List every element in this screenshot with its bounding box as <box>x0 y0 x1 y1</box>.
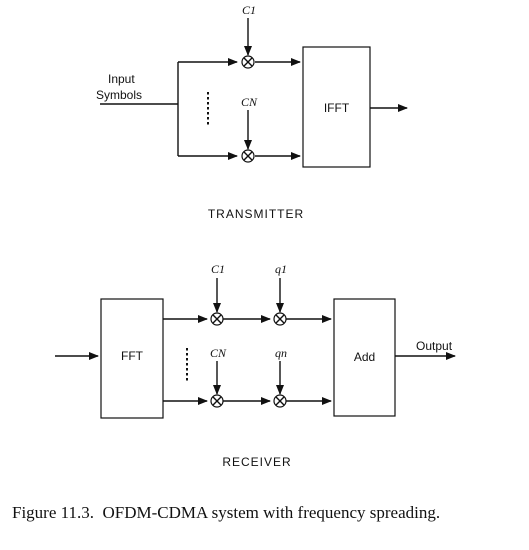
rx-gain-top-label: q1 <box>275 262 287 276</box>
ifft-label: IFFT <box>324 101 350 115</box>
figure-caption: Figure 11.3. OFDM-CDMA system with frequ… <box>12 503 440 522</box>
input-label-line1: Input <box>108 72 135 86</box>
rx-code-bottom-label: CN <box>210 346 227 360</box>
fft-label: FFT <box>121 349 144 363</box>
transmitter-section: Input Symbols C1 CN IFFT TRANSMITTER <box>96 3 408 221</box>
transmitter-label: TRANSMITTER <box>208 207 304 221</box>
ifft-block <box>302 46 371 168</box>
input-label-line2: Symbols <box>96 88 142 102</box>
tx-code-bottom-label: CN <box>241 95 258 109</box>
receiver-section: FFT C1 q1 CN qn Add <box>55 262 456 469</box>
add-block <box>333 298 396 417</box>
rx-gain-bottom-label: qn <box>275 346 287 360</box>
output-label: Output <box>416 339 453 353</box>
rx-code-top-label: C1 <box>211 262 225 276</box>
tx-code-top-label: C1 <box>242 3 256 17</box>
add-label: Add <box>354 350 375 364</box>
fft-block <box>100 298 164 419</box>
receiver-label: RECEIVER <box>222 455 291 469</box>
